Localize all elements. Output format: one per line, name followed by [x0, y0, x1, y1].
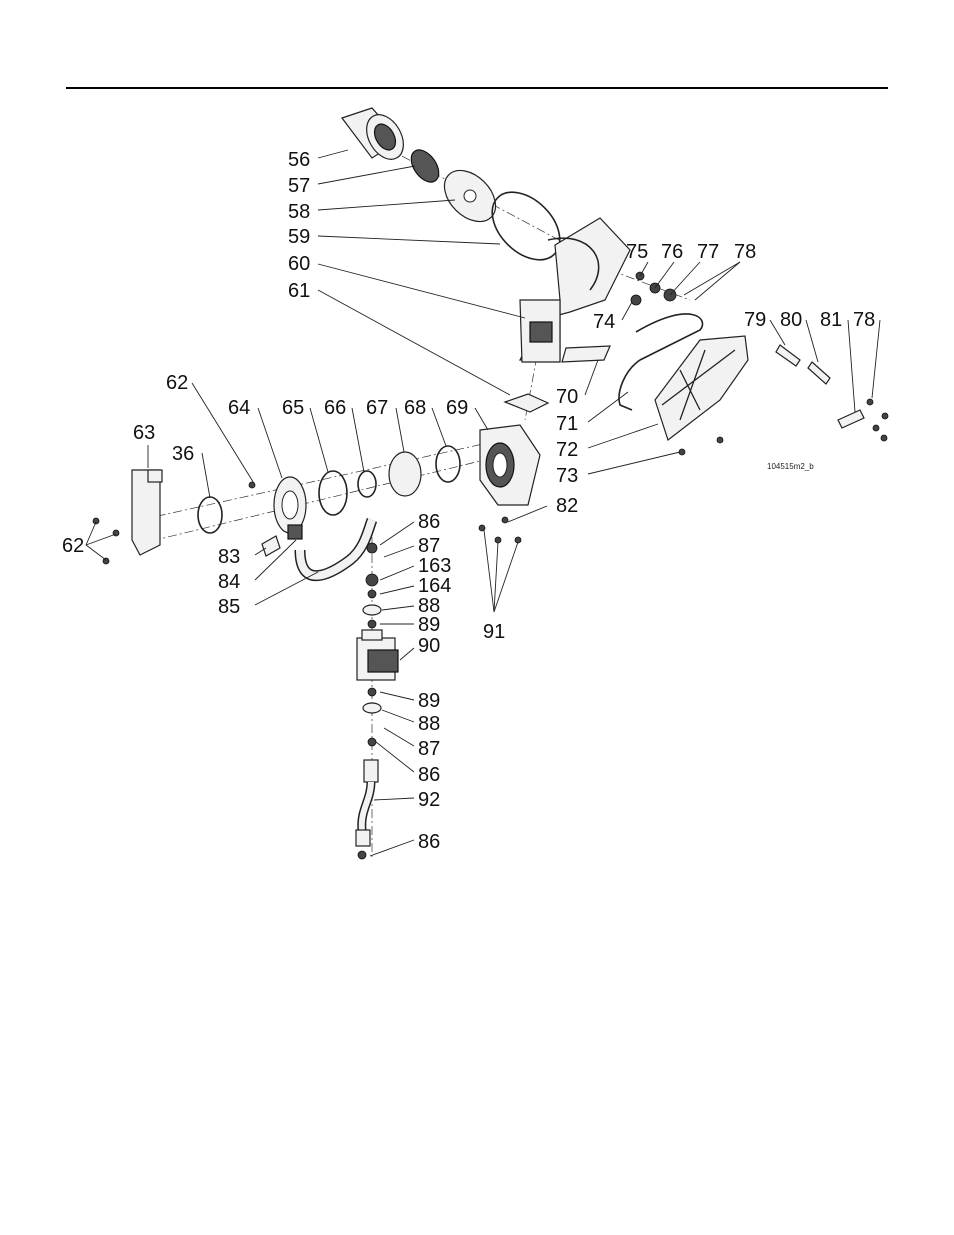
callout-57: 57 [288, 175, 310, 197]
part-65-gasket [318, 470, 348, 516]
callout-81: 81 [820, 309, 842, 331]
part-57-insert [410, 149, 440, 183]
callout-65: 65 [282, 397, 304, 419]
callout-90: 90 [418, 635, 440, 657]
callout-91: 91 [483, 621, 505, 643]
part-66-ring [357, 470, 377, 498]
callout-62-top: 62 [166, 372, 188, 394]
callout-87-b: 87 [418, 738, 440, 760]
callout-67: 67 [366, 397, 388, 419]
part-69-blower-housing [479, 424, 541, 506]
callout-36: 36 [172, 443, 194, 465]
callout-56: 56 [288, 149, 310, 171]
callout-163: 163 [418, 555, 451, 577]
callout-77: 77 [697, 241, 719, 263]
part-36-gasket [197, 496, 223, 534]
part-59-gasket [491, 191, 561, 261]
part-56-burner-tube [341, 107, 404, 160]
callout-numbers: 56 57 58 59 60 61 75 76 77 78 74 79 80 8… [62, 149, 875, 853]
part-64-plate [273, 476, 307, 540]
callout-79: 79 [744, 309, 766, 331]
callout-86-a: 86 [418, 511, 440, 533]
callout-88-b: 88 [418, 713, 440, 735]
part-72-cover [654, 335, 749, 441]
small-hardware [92, 271, 889, 860]
callout-85: 85 [218, 596, 240, 618]
callout-74: 74 [593, 311, 615, 333]
part-58-plate [443, 169, 497, 223]
part-71-seal [618, 313, 704, 411]
callout-61: 61 [288, 280, 310, 302]
part-85-hose [294, 517, 378, 582]
callout-78-right: 78 [853, 309, 875, 331]
callout-89-a: 89 [418, 614, 440, 636]
callout-86-b: 86 [418, 764, 440, 786]
part-92-pipe [355, 759, 379, 847]
callout-78-top: 78 [734, 241, 756, 263]
callout-75: 75 [626, 241, 648, 263]
callout-82: 82 [556, 495, 578, 517]
part-60-heat-exchanger [519, 217, 631, 363]
figure-code: 104515m2_b [767, 462, 814, 471]
callout-73: 73 [556, 465, 578, 487]
part-70-insulation [561, 345, 611, 363]
callout-84: 84 [218, 571, 240, 593]
leader-lines [85, 149, 881, 857]
callout-71: 71 [556, 413, 578, 435]
callout-66: 66 [324, 397, 346, 419]
part-63-air-intake [131, 469, 163, 556]
callout-68: 68 [404, 397, 426, 419]
callout-83: 83 [218, 546, 240, 568]
part-90-gas-valve [356, 629, 399, 681]
callout-87-a: 87 [418, 535, 440, 557]
callout-86-c: 86 [418, 831, 440, 853]
part-61-gasket [503, 393, 550, 413]
callout-70: 70 [556, 386, 578, 408]
callout-92: 92 [418, 789, 440, 811]
callout-76: 76 [661, 241, 683, 263]
part-83-clip [261, 535, 281, 557]
callout-69: 69 [446, 397, 468, 419]
callout-62-left: 62 [62, 535, 84, 557]
callout-80: 80 [780, 309, 802, 331]
callout-88-a: 88 [418, 595, 440, 617]
callout-164: 164 [418, 575, 451, 597]
callout-89-b: 89 [418, 690, 440, 712]
callout-63: 63 [133, 422, 155, 444]
part-67-disc [388, 451, 422, 497]
callout-60: 60 [288, 253, 310, 275]
callout-59: 59 [288, 226, 310, 248]
callout-64: 64 [228, 397, 250, 419]
callout-72: 72 [556, 439, 578, 461]
part-68-ring [435, 445, 461, 483]
callout-58: 58 [288, 201, 310, 223]
